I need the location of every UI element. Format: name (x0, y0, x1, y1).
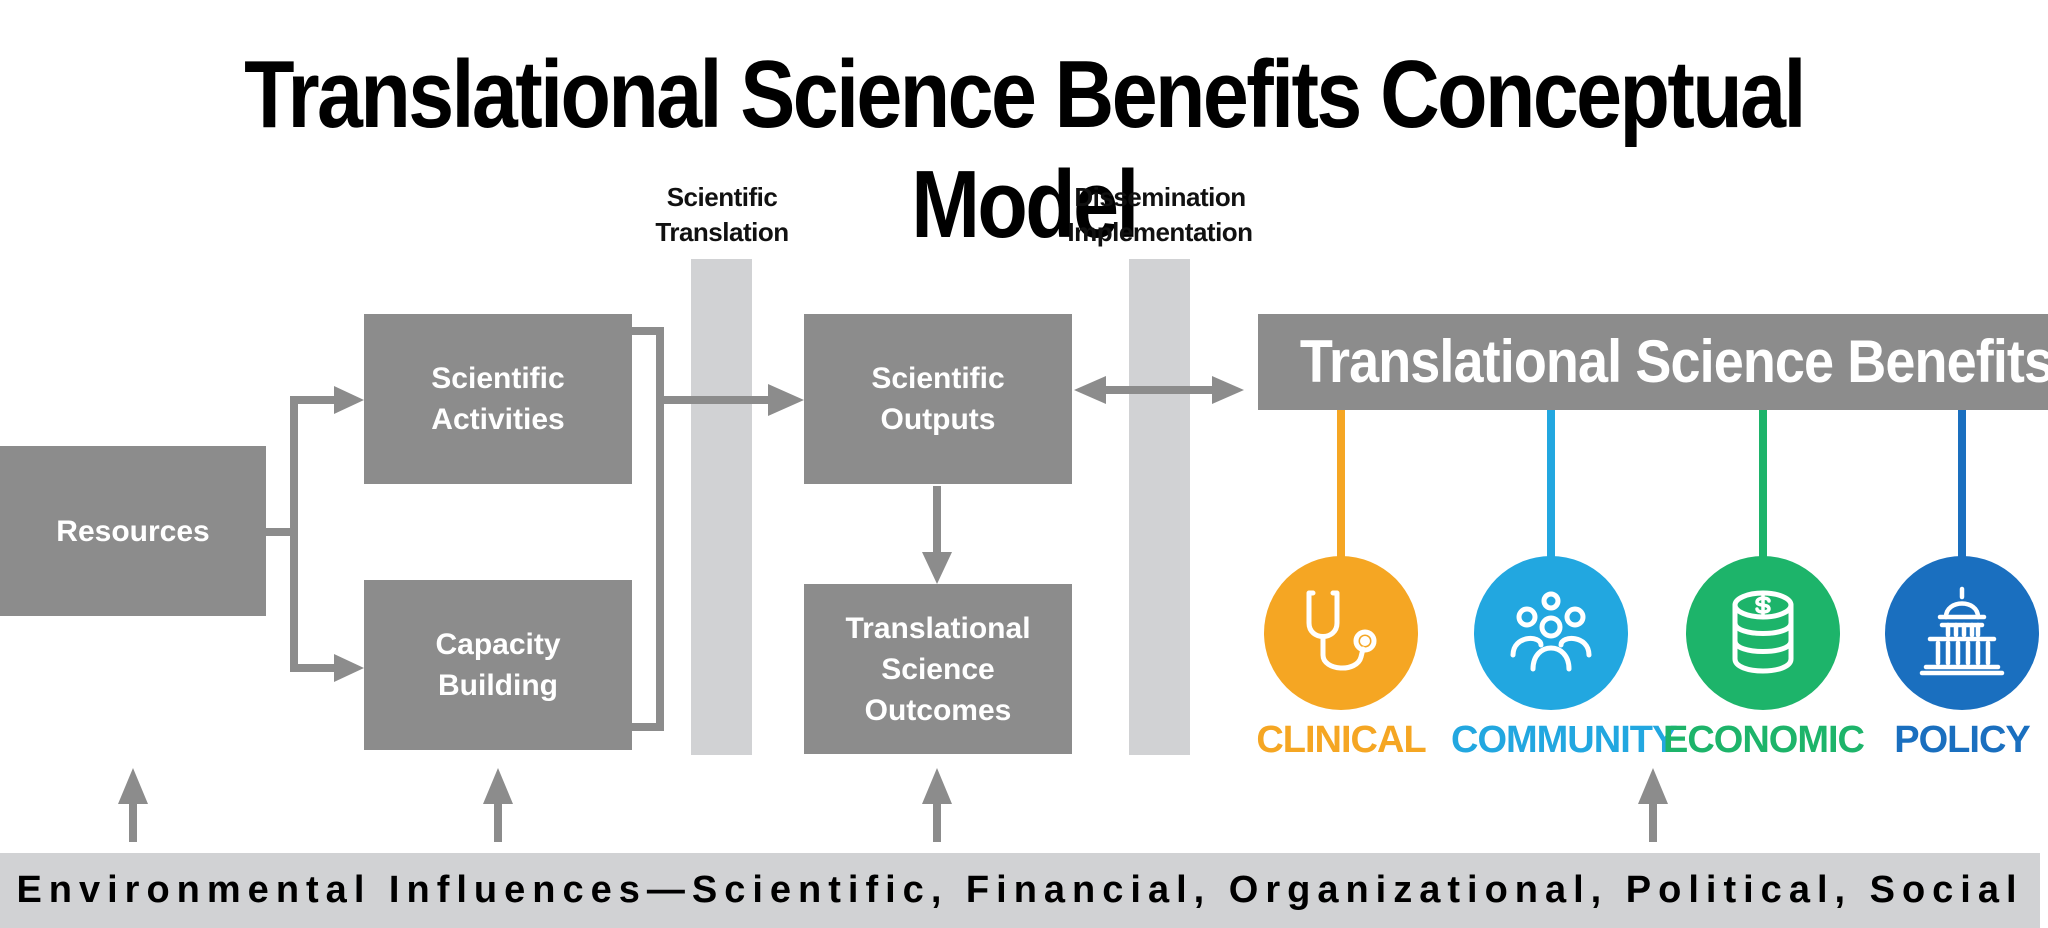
arrowhead-activities (334, 386, 364, 414)
scientific-translation-label: Scientific Translation (655, 182, 789, 247)
clinical-stem (1337, 410, 1345, 560)
env-arrowhead-benefits (1638, 768, 1668, 804)
scientific-translation-bar (691, 259, 752, 755)
dissemination-implementation-label: Dissemination Implementation (1067, 182, 1253, 247)
resources-box: Resources (0, 446, 266, 616)
env-arrowhead-activities (483, 768, 513, 804)
policy-stem (1958, 410, 1966, 560)
scientific-outputs-box: Scientific Outputs (804, 314, 1072, 484)
merge-connector (632, 327, 664, 731)
community-label: COMMUNITY (1451, 719, 1677, 761)
benefits-header-label: Translational Science Benefits (1299, 328, 2048, 395)
scientific-activities-box: Scientific Activities (364, 314, 632, 484)
community-circle (1474, 556, 1628, 710)
arrowhead-outputs (768, 384, 804, 416)
benefits-header: Translational Science Benefits (1258, 314, 2048, 410)
capacity-building-label: Capacity Building (435, 628, 561, 702)
community-stem (1547, 410, 1555, 560)
capacity-building-box: Capacity Building (364, 580, 632, 750)
translational-science-outcomes-box: Translational Science Outcomes (804, 584, 1072, 754)
people-group-icon (1510, 591, 1592, 672)
policy-circle (1885, 556, 2039, 710)
clinical-circle (1264, 556, 1418, 710)
coin-stack-icon (1732, 590, 1794, 674)
env-arrowhead-outputs (922, 768, 952, 804)
economic-label: ECONOMIC (1663, 719, 1865, 761)
economic-circle (1686, 556, 1840, 710)
dissemination-implementation-bar (1129, 259, 1190, 755)
resources-label: Resources (56, 514, 210, 548)
env-arrowhead-resources (118, 768, 148, 804)
clinical-label: CLINICAL (1256, 719, 1426, 761)
arrowhead-outcomes (922, 552, 952, 584)
policy-label: POLICY (1894, 719, 2030, 761)
scientific-outputs-label: Scientific Outputs (871, 362, 1005, 436)
stethoscope-icon (1306, 590, 1377, 671)
economic-stem (1759, 410, 1767, 560)
arrowhead-capacity (334, 654, 364, 682)
page-title: Translational Science Benefits Conceptua… (244, 41, 1806, 258)
translational-science-outcomes-label: Translational Science Outcomes (845, 611, 1031, 727)
environmental-influences-band: Environmental Influences—Scientific, Fin… (0, 853, 2040, 928)
scientific-activities-label: Scientific Activities (431, 362, 565, 436)
arrowhead-right-dissemination (1212, 376, 1244, 404)
capitol-building-icon (1919, 586, 2005, 676)
arrowhead-left-dissemination (1074, 376, 1106, 404)
environmental-influences-label: Environmental Influences—Scientific, Fin… (16, 869, 2024, 911)
